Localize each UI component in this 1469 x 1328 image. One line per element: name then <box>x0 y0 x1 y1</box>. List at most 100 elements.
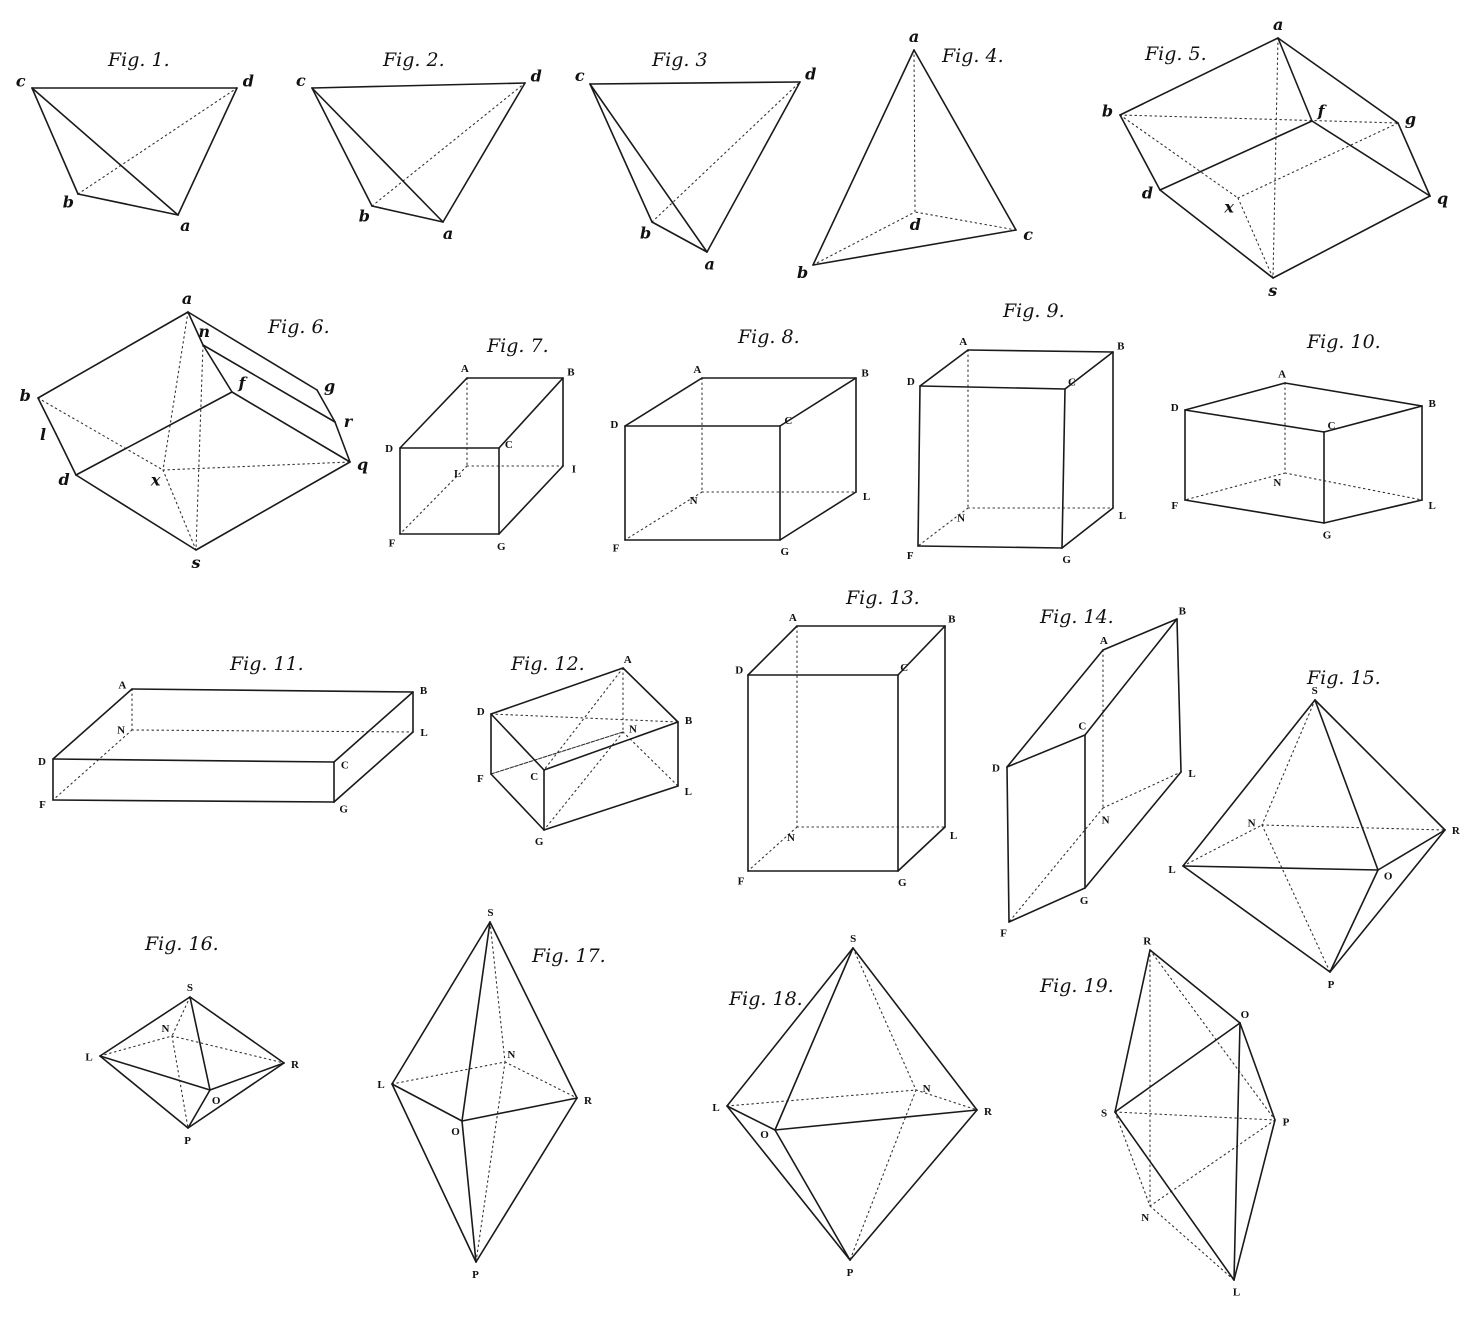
visible-edge <box>1119 37 1279 116</box>
figure-title: Fig. 12. <box>510 653 585 675</box>
visible-edge <box>1377 829 1446 871</box>
vertex-label: D <box>38 756 46 768</box>
vertex-label: a <box>180 216 190 235</box>
visible-edge <box>1284 382 1423 407</box>
visible-edge <box>99 996 191 1057</box>
visible-edge <box>1084 771 1182 889</box>
visible-edge <box>52 799 335 803</box>
vertex-label: b <box>640 223 651 242</box>
visible-edge <box>37 311 189 399</box>
vertex-label: F <box>907 550 914 562</box>
vertex-label: B <box>420 685 428 697</box>
visible-edge <box>1006 649 1104 768</box>
vertex-label: A <box>118 680 126 692</box>
vertex-label: N <box>787 832 795 844</box>
visible-edge <box>1182 865 1331 973</box>
visible-edge <box>1182 699 1316 867</box>
visible-edge <box>333 731 414 803</box>
visible-edge <box>726 1105 776 1131</box>
hidden-edge <box>1119 114 1239 199</box>
figure-title: Fig. 9. <box>1002 300 1065 322</box>
visible-edge <box>442 82 526 223</box>
visible-edge <box>1233 1022 1241 1281</box>
figure-title: Fig. 1. <box>107 49 170 71</box>
vertex-label: c <box>575 66 585 85</box>
visible-edge <box>726 947 854 1107</box>
vertex-label: D <box>477 706 485 718</box>
visible-edge <box>187 311 318 391</box>
vertex-label: A <box>461 363 469 375</box>
vertex-label: G <box>535 836 544 848</box>
visible-edge <box>779 491 857 541</box>
vertex-label: a <box>182 289 192 308</box>
figure-title: Fig. 2. <box>382 49 445 71</box>
visible-edge <box>1314 699 1446 831</box>
vertex-label: N <box>629 724 637 736</box>
hidden-edge <box>1237 122 1399 199</box>
figure-title: Fig. 11. <box>229 653 304 675</box>
hidden-edge <box>171 996 191 1037</box>
vertex-label: d <box>59 470 70 489</box>
visible-edge <box>202 344 233 393</box>
visible-edge <box>31 87 79 195</box>
vertex-label: G <box>781 546 790 558</box>
visible-edge <box>75 474 197 551</box>
visible-edge <box>131 688 414 693</box>
vertex-label: C <box>1328 420 1336 432</box>
vertex-label: F <box>738 876 745 888</box>
vertex-label: R <box>291 1059 300 1071</box>
vertex-label: O <box>760 1129 769 1141</box>
hidden-edge <box>726 1089 917 1107</box>
vertex-label: L <box>1168 864 1175 876</box>
hidden-edge <box>162 311 189 471</box>
visible-edge <box>498 465 564 535</box>
figure-title: Fig. 13. <box>845 587 920 609</box>
visible-edge <box>399 377 468 449</box>
vertex-label: s <box>190 553 200 572</box>
visible-edge <box>1182 865 1379 871</box>
hidden-edge <box>1119 114 1399 124</box>
visible-edge <box>461 1097 578 1122</box>
vertex-label: C <box>1068 377 1076 389</box>
visible-edge <box>849 1109 978 1261</box>
vertex-label: A <box>789 612 797 624</box>
visible-edge <box>1311 120 1431 197</box>
vertex-label: O <box>212 1095 221 1107</box>
vertex-label: L <box>950 830 957 842</box>
visible-edge <box>774 947 854 1131</box>
visible-edge <box>774 1109 978 1131</box>
visible-edge <box>1114 1111 1235 1281</box>
hidden-edge <box>1149 1205 1235 1281</box>
figure-title: Fig. 8. <box>737 326 800 348</box>
visible-edge <box>1239 1022 1276 1121</box>
vertex-label: B <box>1117 340 1125 352</box>
vertex-label: N <box>507 1049 515 1061</box>
vertex-label: b <box>797 263 808 282</box>
vertex-label: a <box>1273 15 1283 34</box>
vertex-label: a <box>705 255 715 274</box>
vertex-label: D <box>992 763 1000 775</box>
vertex-label: C <box>784 415 792 427</box>
vertex-label: L <box>685 786 692 798</box>
hidden-edge <box>1149 949 1276 1121</box>
hidden-edge <box>490 713 679 723</box>
hidden-edge <box>543 667 624 771</box>
vertex-label: b <box>359 207 370 226</box>
vertex-label: D <box>735 664 743 676</box>
vertex-label: l <box>40 425 46 444</box>
visible-edge <box>967 349 1114 353</box>
visible-edge <box>1119 114 1161 191</box>
hidden-edge <box>849 1089 917 1261</box>
vertex-label: G <box>1062 554 1071 566</box>
vertex-label: B <box>948 613 956 625</box>
visible-edge <box>391 1083 463 1122</box>
vertex-label: R <box>584 1095 593 1107</box>
vertex-label: f <box>1317 102 1328 121</box>
vertex-label: F <box>477 773 484 785</box>
figure-title: Fig. 4. <box>941 45 1004 67</box>
visible-edge <box>489 921 578 1099</box>
